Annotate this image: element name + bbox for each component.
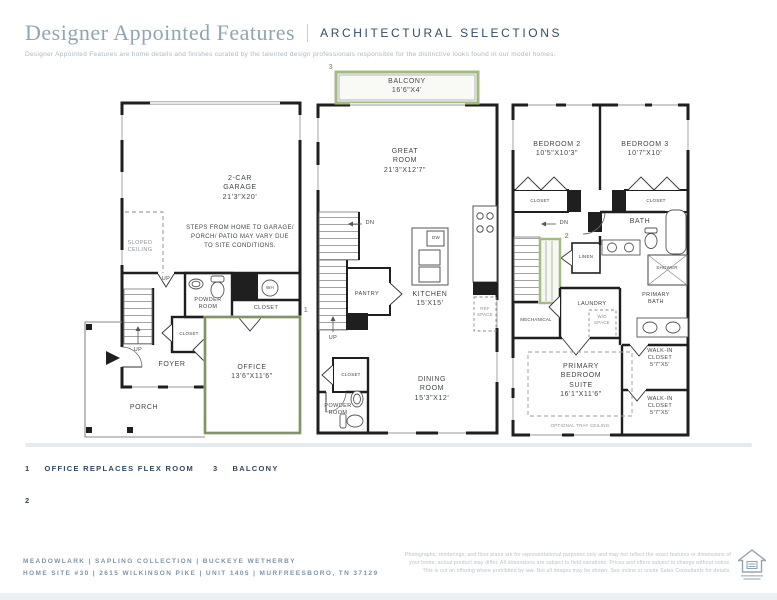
room-label-primary-suite: PRIMARY BEDROOM SUITE 16'1"X11'6" (560, 363, 602, 399)
footer-info: MEADOWLARK | SAPLING COLLECTION | BUCKEY… (23, 556, 379, 581)
legend-num-3: 3 (213, 464, 219, 473)
label-dn-plan3: DN (559, 220, 569, 226)
room-label-garage: 2-CAR GARAGE 21'3"X20' (222, 175, 258, 201)
plan3-linework (511, 103, 690, 437)
room-label-linen: LINEN (578, 254, 594, 259)
room-label-powder2: POWDER ROOM (324, 403, 352, 417)
page-bottom-strip (0, 593, 777, 600)
room-label-closet-bed2: CLOSET (530, 198, 550, 203)
room-label-powder1: POWDER ROOM (194, 297, 222, 311)
legend-label-1: OFFICE REPLACES FLEX ROOM (44, 464, 195, 473)
label-wd-space: W/D SPACE (594, 314, 610, 325)
room-label-pantry: PANTRY (354, 291, 380, 297)
room-label-walkin2: WALK-IN CLOSET 5'7"X5' (647, 396, 673, 417)
page-title: Designer Appointed Features (25, 20, 296, 45)
page-subtitle-tag: ARCHITECTURAL SELECTIONS (320, 26, 563, 40)
room-label-great-room: GREAT ROOM 21'3"X12'7" (383, 148, 427, 174)
footer-disclaimer: Photographs, renderings, and floor plans… (404, 552, 731, 574)
header: Designer Appointed Features ARCHITECTURA… (25, 20, 562, 58)
equal-housing-icon (738, 549, 766, 580)
legend-item-3: 3 BALCONY (213, 464, 279, 473)
room-label-shower: SHOWER (656, 265, 678, 270)
legend-item-1: 1 OFFICE REPLACES FLEX ROOM (25, 464, 194, 473)
marker-2: 2 (564, 233, 570, 240)
legend-label-3: BALCONY (232, 464, 279, 473)
label-sloped-ceiling: SLOPED CEILING (127, 240, 153, 254)
label-up-entry: UP (161, 276, 171, 282)
legend-item-2: 2 (25, 496, 44, 505)
header-title-row: Designer Appointed Features ARCHITECTURA… (25, 20, 562, 46)
room-label-bedroom2: BEDROOM 2 10'5"X10'3" (533, 141, 581, 158)
room-label-closet-foyer: CLOSET (179, 331, 199, 336)
legend-num-1: 1 (25, 464, 31, 473)
room-label-walkin1: WALK-IN CLOSET 5'7"X5' (647, 348, 673, 369)
header-description: Designer Appointed Features are home det… (25, 51, 556, 58)
room-label-primary-bath: PRIMARY BATH (642, 292, 670, 306)
room-label-closet-bed3: CLOSET (646, 198, 666, 203)
marker-1: 1 (303, 307, 309, 314)
room-label-foyer: FOYER (158, 361, 186, 368)
label-dn-plan2: DN (365, 220, 375, 226)
room-label-closet-hall: CLOSET (253, 305, 279, 311)
marker-3: 3 (328, 64, 334, 71)
label-water-heater: WH (266, 285, 274, 290)
note-steps: STEPS FROM HOME TO GARAGE/ PORCH/ PATIO … (186, 225, 294, 249)
label-dishwasher: DW (432, 235, 440, 240)
room-label-office: OFFICE 13'6"X11'6" (231, 364, 273, 381)
room-label-kitchen: KITCHEN 15'X15' (412, 291, 448, 308)
room-label-porch: PORCH (129, 404, 159, 411)
label-up-stairs: UP (133, 347, 143, 353)
plan2-linework (316, 70, 499, 435)
label-ref-space: REF SPACE (477, 306, 493, 317)
room-label-bath: BATH (629, 218, 651, 225)
room-label-laundry: LAUNDRY (577, 301, 607, 307)
plan1-linework (84, 101, 302, 438)
room-label-closet2: CLOSET (341, 372, 361, 377)
legend-num-2: 2 (25, 496, 31, 505)
room-label-bedroom3: BEDROOM 3 10'7"X10' (621, 141, 669, 158)
room-label-mechanical: MECHANICAL (520, 317, 552, 322)
label-up-plan2: UP (328, 335, 338, 341)
room-label-dining: DINING ROOM 15'3"X12' (414, 376, 450, 402)
footer-community-line: MEADOWLARK | SAPLING COLLECTION | BUCKEY… (23, 558, 296, 565)
footer-address-line: HOME SITE #30 | 2615 WILKINSON PIKE | UN… (23, 570, 379, 578)
section-divider (25, 443, 752, 447)
room-label-balcony: BALCONY 16'6"X4' (388, 78, 426, 95)
header-divider (307, 24, 309, 42)
label-tray-ceiling: OPTIONAL TRAY CEILING (550, 423, 610, 428)
